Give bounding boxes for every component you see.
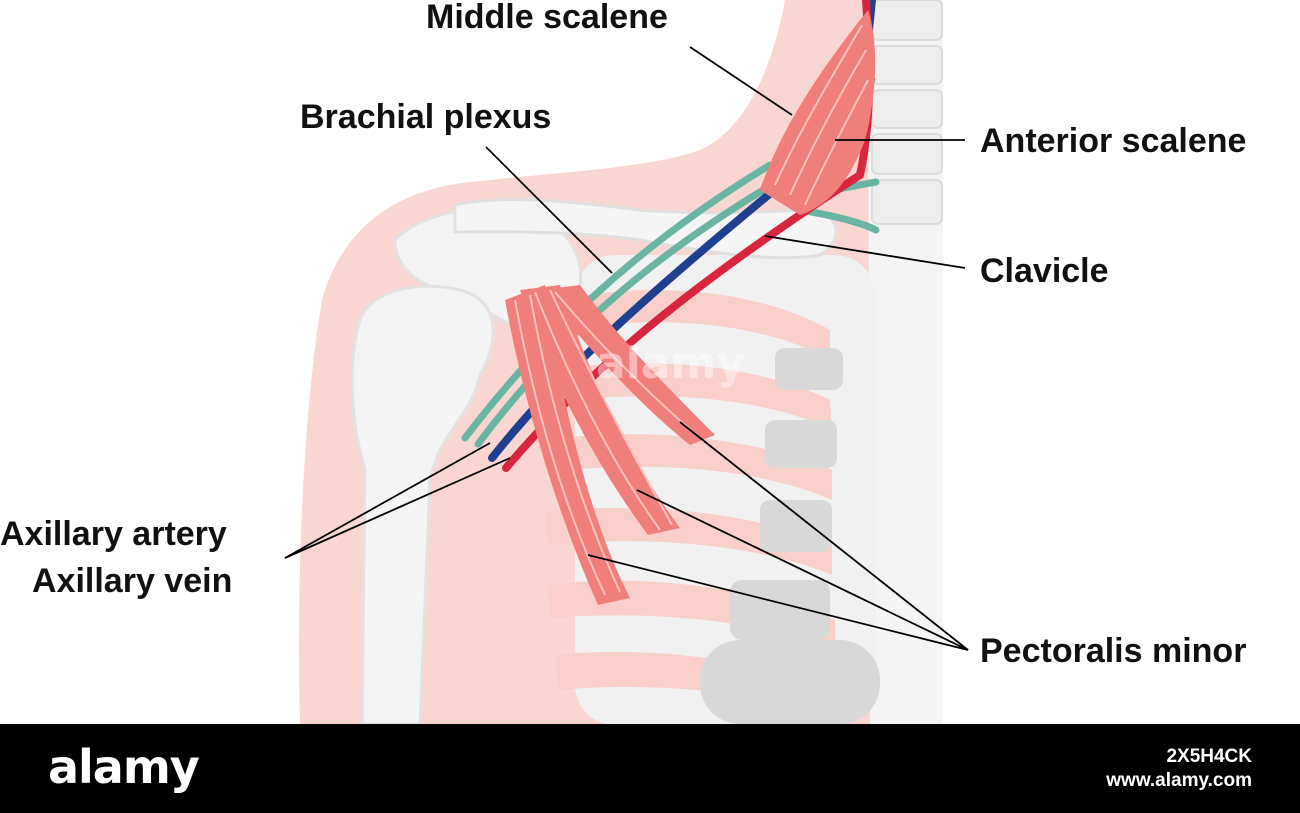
leader-lines bbox=[284, 46, 969, 651]
alamy-logo: alamy bbox=[48, 740, 200, 794]
leader-pectoralis-minor-2 bbox=[636, 489, 969, 651]
alamy-url: www.alamy.com bbox=[1106, 770, 1252, 791]
spine bbox=[871, 0, 943, 225]
pectoralis-minor-muscle bbox=[505, 285, 715, 605]
label-pectoralis-minor: Pectoralis minor bbox=[980, 632, 1247, 670]
leader-pectoralis-minor-1 bbox=[679, 421, 969, 651]
label-axillary-vein: Axillary vein bbox=[32, 562, 233, 600]
label-anterior-scalene: Anterior scalene bbox=[980, 122, 1247, 160]
label-clavicle: Clavicle bbox=[980, 252, 1109, 290]
leader-middle-scalene bbox=[689, 46, 793, 116]
label-middle-scalene: Middle scalene bbox=[426, 0, 668, 36]
image-id: 2X5H4CK bbox=[1166, 746, 1252, 767]
label-axillary-artery: Axillary artery bbox=[0, 515, 227, 553]
leader-pectoralis-minor-3 bbox=[587, 554, 969, 651]
leader-clavicle bbox=[764, 235, 966, 269]
watermark-footer: alamy 2X5H4CK www.alamy.com bbox=[0, 724, 1300, 813]
watermark-overlay: alamy bbox=[596, 338, 745, 389]
scalene-muscles bbox=[760, 10, 876, 215]
humerus bbox=[350, 284, 495, 726]
label-brachial-plexus: Brachial plexus bbox=[300, 98, 552, 136]
leader-axillary-vein bbox=[284, 457, 511, 559]
leader-axillary-artery bbox=[284, 442, 491, 559]
leader-brachial-plexus bbox=[485, 146, 613, 274]
